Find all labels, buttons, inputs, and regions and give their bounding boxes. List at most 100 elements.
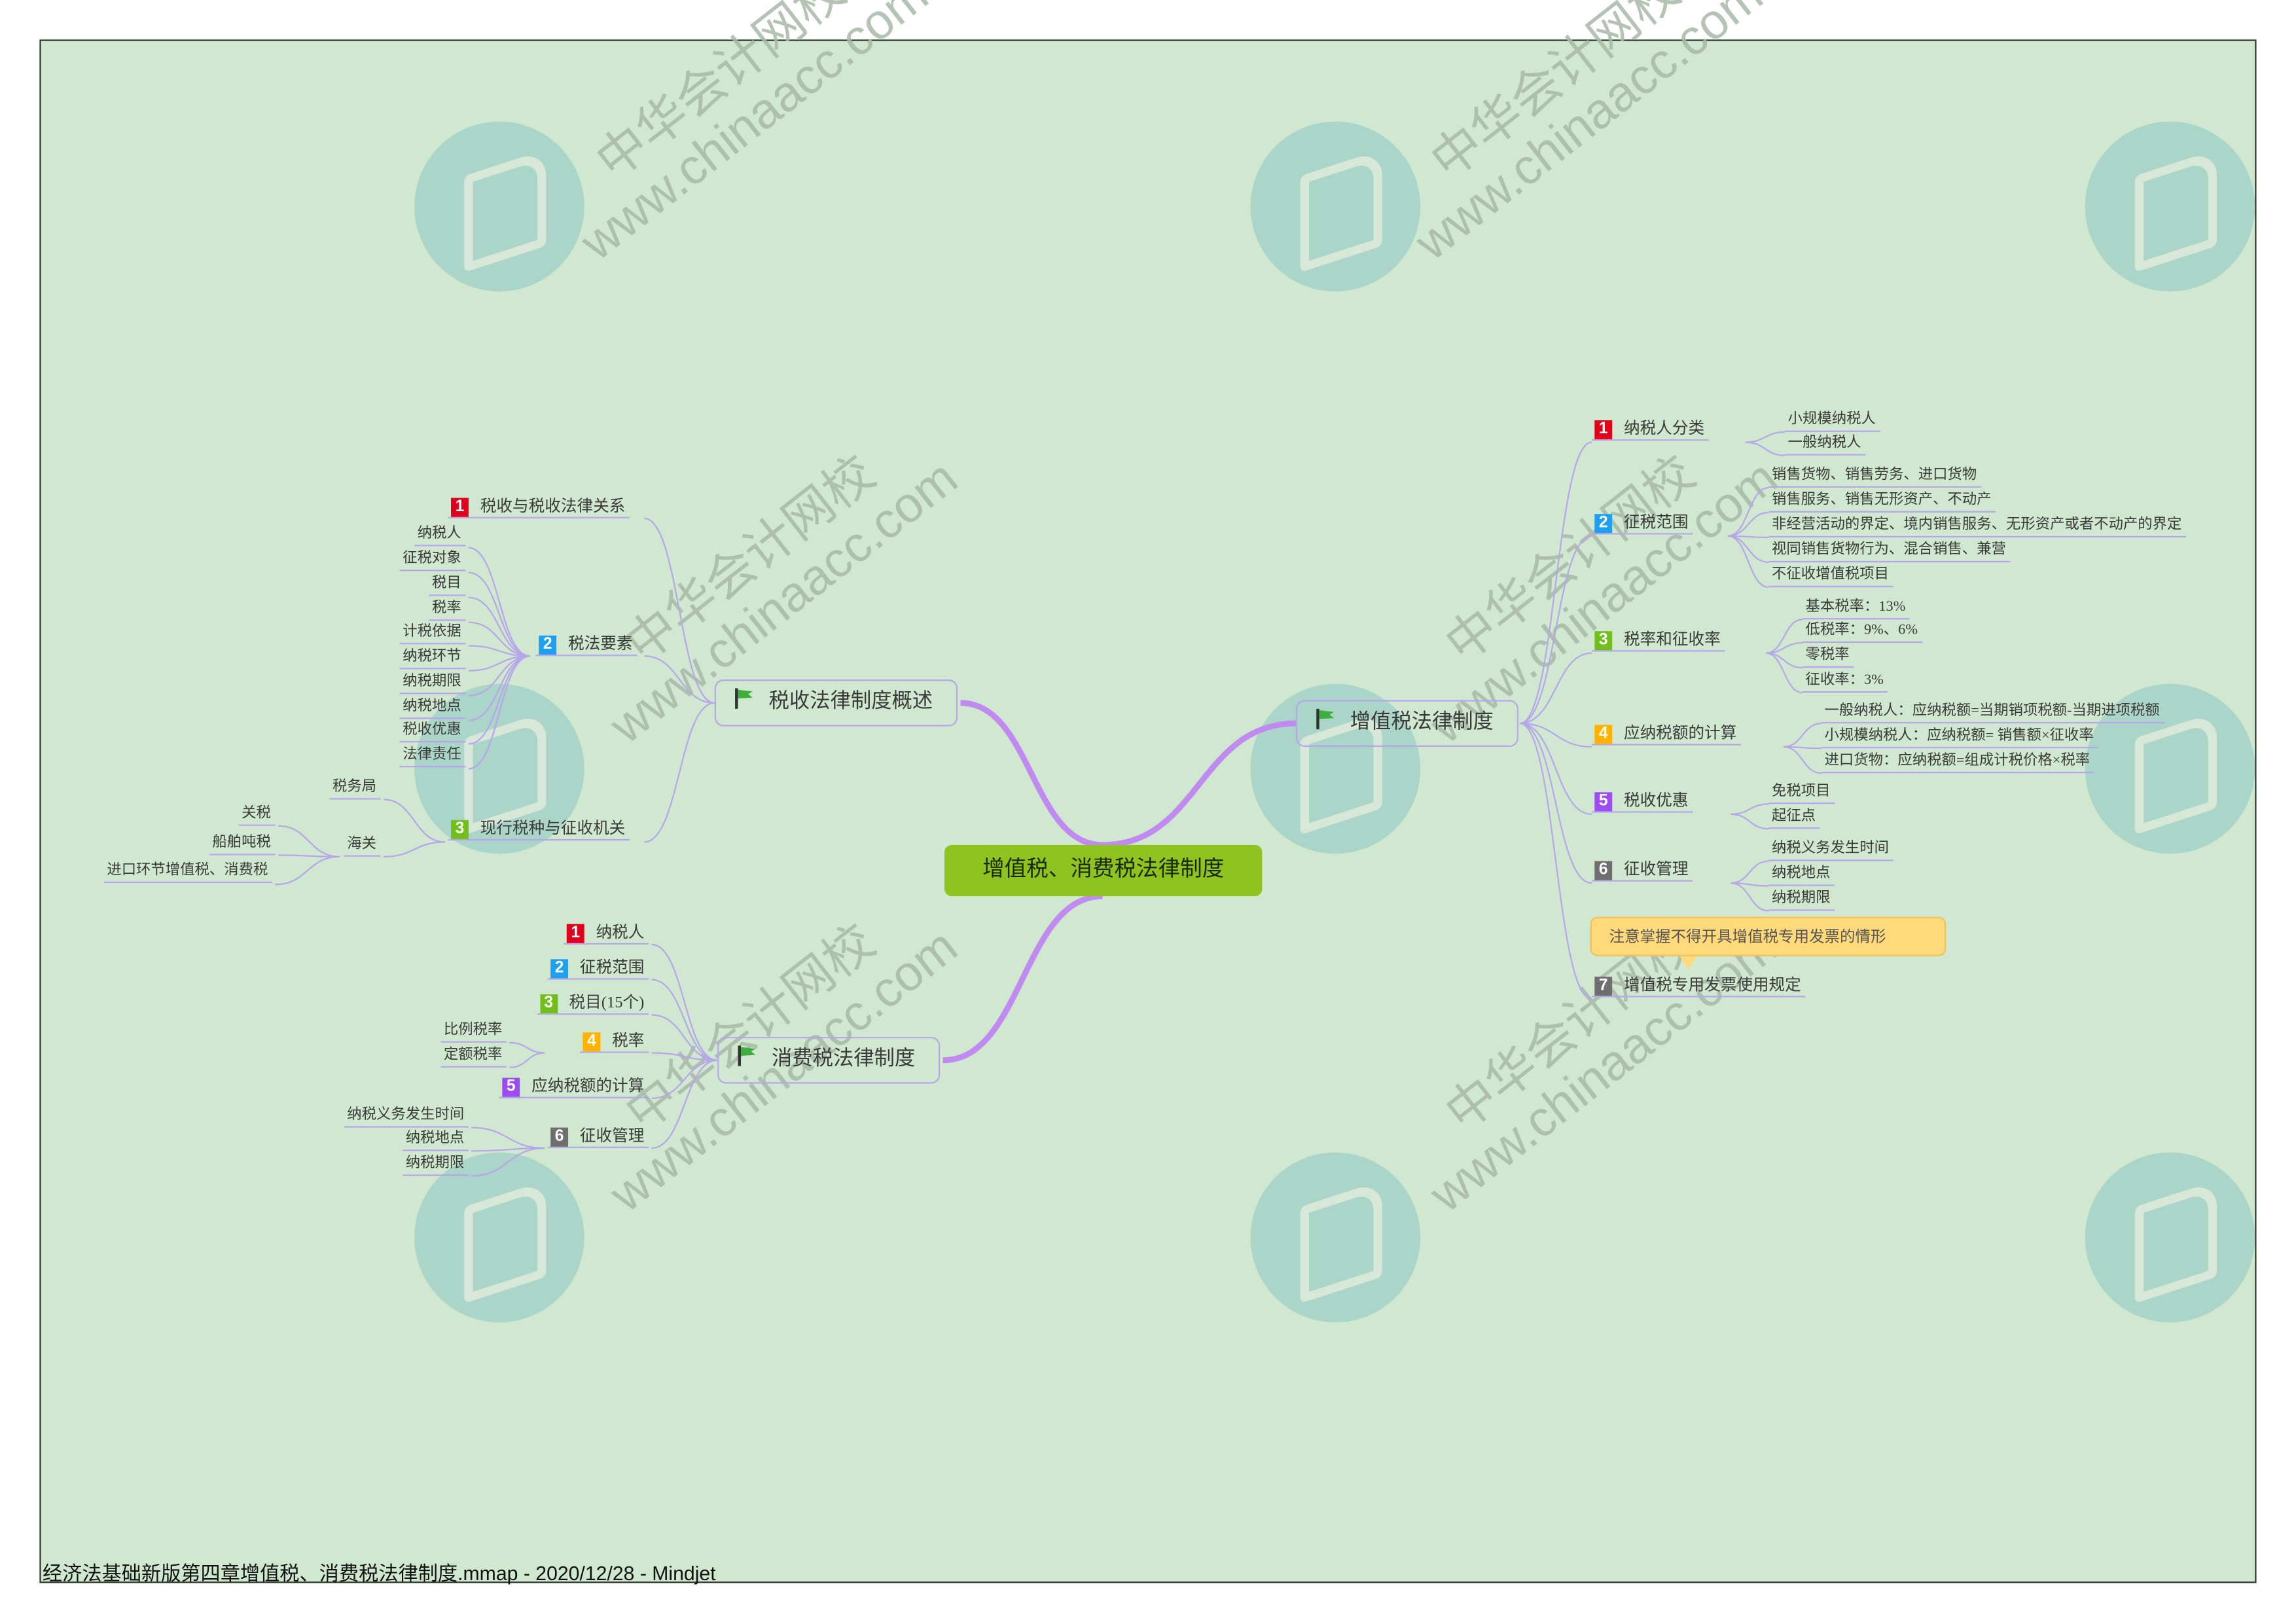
leaf-item[interactable]: 不征收增值税项目 bbox=[1768, 566, 1893, 588]
priority-1-icon: 1 bbox=[451, 497, 469, 517]
leaf-item[interactable]: 关税 bbox=[238, 804, 276, 826]
connector-line bbox=[468, 655, 530, 770]
priority-3-icon: 3 bbox=[539, 994, 558, 1014]
leaf-item[interactable]: 纳税地点 bbox=[1768, 864, 1835, 886]
leaf-item[interactable]: 一般纳税人：应纳税额=当期销项税额-当期进项税额 bbox=[1821, 702, 2164, 724]
leaf-item[interactable]: 纳税期限 bbox=[399, 672, 466, 695]
leaf-item[interactable]: 税率 bbox=[429, 599, 466, 621]
connector-line bbox=[1520, 441, 1592, 725]
connector-line bbox=[471, 1127, 545, 1149]
connector-line bbox=[1520, 535, 1592, 725]
leaf-item[interactable]: 小规模纳税人：应纳税额= 销售额×征收率 bbox=[1821, 727, 2098, 749]
leaf-item[interactable]: 征税对象 bbox=[399, 549, 466, 571]
connector-line bbox=[1783, 746, 1822, 774]
connector-line bbox=[960, 700, 1103, 848]
connector-line bbox=[942, 893, 1103, 1064]
priority-4-icon: 4 bbox=[583, 1032, 601, 1052]
leaf-item[interactable]: 纳税义务发生时间 bbox=[1768, 839, 1893, 861]
leaf-item[interactable]: 定额税率 bbox=[440, 1045, 507, 1068]
leaf-item[interactable]: 纳税义务发生时间 bbox=[344, 1106, 469, 1128]
connector-line bbox=[1783, 723, 1822, 748]
flag-icon bbox=[1315, 708, 1335, 730]
priority-1-icon: 1 bbox=[566, 924, 584, 943]
topic-consumption-tax[interactable]: 消费税法律制度 bbox=[717, 1036, 941, 1084]
priority-4-icon: 4 bbox=[1594, 725, 1613, 744]
connector-line bbox=[468, 596, 530, 657]
watermark-logo-icon bbox=[1250, 121, 1421, 292]
callout-note[interactable]: 注意掌握不得开具增值税专用发票的情形 bbox=[1590, 916, 1946, 970]
leaf-item[interactable]: 纳税环节 bbox=[399, 647, 466, 670]
connector-line bbox=[1731, 803, 1769, 816]
leaf-item[interactable]: 纳税期限 bbox=[1768, 889, 1835, 911]
leaf-item[interactable]: 比例税率 bbox=[440, 1020, 507, 1043]
connector-line bbox=[1727, 511, 1769, 537]
leaf-item[interactable]: 进口货物：应纳税额=组成计税价格×税率 bbox=[1821, 751, 2094, 774]
central-topic[interactable]: 增值税、消费税法律制度 bbox=[944, 844, 1263, 897]
topic-label: 消费税法律制度 bbox=[772, 1048, 916, 1071]
connector-line bbox=[1727, 486, 1769, 537]
leaf-item[interactable]: 纳税期限 bbox=[403, 1154, 469, 1176]
connector-line bbox=[384, 841, 446, 857]
connector-line bbox=[509, 1052, 545, 1069]
leaf-item[interactable]: 征收率：3% bbox=[1802, 671, 1888, 693]
leaf-item[interactable]: 非经营活动的界定、境内销售服务、无形资产或者不动产的界定 bbox=[1768, 515, 2187, 538]
leaf-item[interactable]: 小规模纳税人 bbox=[1785, 410, 1880, 432]
priority-1-icon: 1 bbox=[1594, 420, 1613, 440]
watermark-logo-icon bbox=[414, 121, 584, 292]
leaf-item[interactable]: 纳税地点 bbox=[399, 697, 466, 719]
leaf-item[interactable]: 纳税人 bbox=[414, 524, 466, 547]
priority-3-icon: 3 bbox=[1594, 631, 1613, 651]
priority-5-icon: 5 bbox=[1594, 792, 1613, 812]
leaf-item[interactable]: 起征点 bbox=[1768, 807, 1820, 829]
leaf-item[interactable]: 税收优惠 bbox=[399, 721, 466, 743]
connector-line bbox=[468, 571, 530, 657]
leaf-item[interactable]: 进口环节增值税、消费税 bbox=[103, 861, 273, 884]
leaf-item[interactable]: 税目 bbox=[429, 574, 466, 596]
connector-line bbox=[651, 1059, 718, 1149]
topic-tax-overview[interactable]: 税收法律制度概述 bbox=[714, 679, 958, 727]
topic-vat[interactable]: 增值税法律制度 bbox=[1295, 700, 1518, 747]
priority-2-icon: 2 bbox=[1594, 514, 1613, 533]
flag-icon bbox=[736, 1045, 757, 1066]
connector-line bbox=[468, 655, 530, 745]
watermark-logo-icon bbox=[2085, 683, 2255, 854]
leaf-item[interactable]: 销售货物、销售劳务、进口货物 bbox=[1768, 465, 1981, 488]
leaf-item[interactable]: 计税依据 bbox=[399, 623, 466, 645]
leaf-item[interactable]: 船舶吨税 bbox=[209, 833, 276, 856]
priority-5-icon: 5 bbox=[502, 1077, 520, 1097]
leaf-item[interactable]: 视同销售货物行为、混合销售、兼营 bbox=[1768, 541, 2011, 563]
flag-icon bbox=[734, 688, 754, 709]
leaf-item[interactable]: 海关 bbox=[344, 835, 381, 857]
connector-line bbox=[1745, 431, 1785, 443]
connector-line bbox=[468, 621, 530, 657]
leaf-item[interactable]: 销售服务、销售无形资产、不动产 bbox=[1768, 490, 1996, 513]
leaf-item[interactable]: 免税项目 bbox=[1768, 782, 1835, 804]
leaf-item[interactable]: 零税率 bbox=[1802, 646, 1854, 668]
leaf-item[interactable]: 基本税率：13% bbox=[1802, 598, 1910, 620]
leaf-item[interactable]: 低税率：9%、6% bbox=[1802, 621, 1922, 643]
priority-3-icon: 3 bbox=[451, 820, 469, 839]
leaf-item[interactable]: 法律责任 bbox=[399, 746, 466, 768]
leaf-item[interactable]: 纳税地点 bbox=[403, 1129, 469, 1151]
connector-line bbox=[644, 702, 715, 843]
connector-line bbox=[644, 655, 715, 704]
topic-label: 税收法律制度概述 bbox=[768, 691, 933, 713]
leaf-item[interactable]: 一般纳税人 bbox=[1785, 433, 1866, 456]
leaf-item[interactable]: 税务局 bbox=[329, 778, 381, 800]
